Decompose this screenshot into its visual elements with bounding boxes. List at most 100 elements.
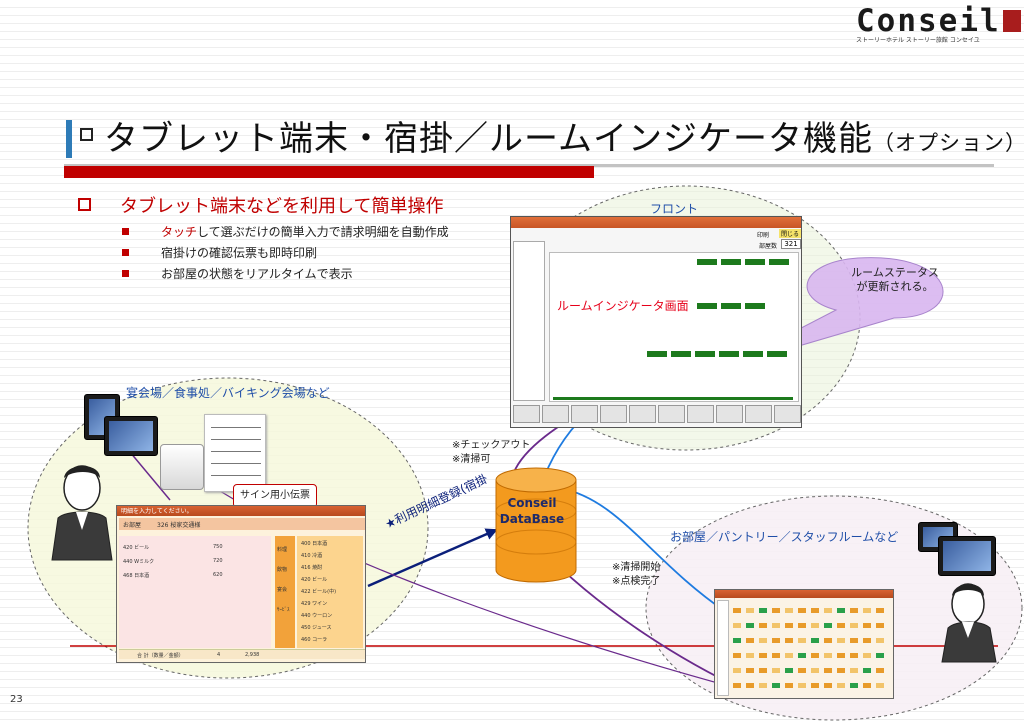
room-cell[interactable]	[850, 668, 858, 673]
room-cell[interactable]	[824, 653, 832, 658]
pos-item-row[interactable]: 420 ビール	[123, 545, 150, 551]
room-cell[interactable]	[824, 608, 832, 613]
room-cell[interactable]	[811, 608, 819, 613]
room-cell[interactable]	[785, 683, 793, 688]
room-status-cell[interactable]	[697, 259, 717, 265]
room-cell[interactable]	[850, 623, 858, 628]
function-key[interactable]	[513, 405, 540, 423]
room-cell[interactable]	[837, 668, 845, 673]
pos-menu-item[interactable]: 450 ジュース	[301, 625, 332, 631]
room-status-cell[interactable]	[671, 351, 691, 357]
room-cell[interactable]	[772, 683, 780, 688]
room-cell[interactable]	[876, 668, 884, 673]
room-cell[interactable]	[863, 653, 871, 658]
room-cell[interactable]	[759, 653, 767, 658]
pos-category-key[interactable]: 飲物	[277, 567, 288, 573]
room-cell[interactable]	[759, 638, 767, 643]
room-cell[interactable]	[759, 608, 767, 613]
room-status-cell[interactable]	[647, 351, 667, 357]
room-cell[interactable]	[798, 668, 806, 673]
function-key[interactable]	[687, 405, 714, 423]
function-key[interactable]	[629, 405, 656, 423]
room-cell[interactable]	[772, 623, 780, 628]
room-status-cell[interactable]	[745, 303, 765, 309]
room-cell[interactable]	[759, 668, 767, 673]
room-cell[interactable]	[824, 668, 832, 673]
room-cell[interactable]	[772, 668, 780, 673]
room-cell[interactable]	[850, 608, 858, 613]
pos-menu-item[interactable]: 429 ワイン	[301, 601, 328, 607]
room-cell[interactable]	[863, 683, 871, 688]
pos-category-key[interactable]: 料理	[277, 547, 288, 553]
room-cell[interactable]	[798, 653, 806, 658]
function-key[interactable]	[571, 405, 598, 423]
room-status-cell[interactable]	[695, 351, 715, 357]
room-cell[interactable]	[824, 638, 832, 643]
room-cell[interactable]	[811, 668, 819, 673]
room-cell[interactable]	[746, 653, 754, 658]
room-cell[interactable]	[733, 608, 741, 613]
room-status-cell[interactable]	[769, 259, 789, 265]
room-cell[interactable]	[772, 653, 780, 658]
room-cell[interactable]	[863, 638, 871, 643]
room-cell[interactable]	[733, 653, 741, 658]
room-cell[interactable]	[850, 638, 858, 643]
room-cell[interactable]	[863, 668, 871, 673]
pos-menu-item[interactable]: 460 コーラ	[301, 637, 328, 643]
room-cell[interactable]	[733, 623, 741, 628]
room-cell[interactable]	[876, 608, 884, 613]
pos-menu-item[interactable]: 400 日本酒	[301, 541, 328, 547]
function-key[interactable]	[600, 405, 627, 423]
room-cell[interactable]	[759, 623, 767, 628]
room-status-cell[interactable]	[745, 259, 765, 265]
room-status-cell[interactable]	[767, 351, 787, 357]
room-cell[interactable]	[837, 638, 845, 643]
function-key[interactable]	[774, 405, 801, 423]
pos-menu-item[interactable]: 440 ウーロン	[301, 613, 333, 619]
room-cell[interactable]	[824, 623, 832, 628]
room-status-cell[interactable]	[719, 351, 739, 357]
room-cell[interactable]	[837, 608, 845, 613]
room-cell[interactable]	[811, 638, 819, 643]
room-status-cell[interactable]	[697, 303, 717, 309]
function-key[interactable]	[658, 405, 685, 423]
room-cell[interactable]	[746, 608, 754, 613]
room-cell[interactable]	[798, 608, 806, 613]
room-cell[interactable]	[772, 638, 780, 643]
pos-menu-item[interactable]: 422 ビール(中)	[301, 589, 337, 595]
room-cell[interactable]	[837, 683, 845, 688]
room-cell[interactable]	[733, 668, 741, 673]
pos-category-key[interactable]: 宴会	[277, 587, 288, 593]
pos-item-row[interactable]: 468 日本酒	[123, 573, 150, 579]
pos-menu-item[interactable]: 420 ビール	[301, 577, 328, 583]
function-key[interactable]	[716, 405, 743, 423]
room-cell[interactable]	[798, 638, 806, 643]
room-cell[interactable]	[746, 683, 754, 688]
room-cell[interactable]	[876, 683, 884, 688]
room-cell[interactable]	[811, 683, 819, 688]
room-cell[interactable]	[785, 608, 793, 613]
room-cell[interactable]	[863, 623, 871, 628]
room-cell[interactable]	[824, 683, 832, 688]
pos-item-row[interactable]: 440 Wミルク	[123, 559, 155, 565]
room-cell[interactable]	[733, 683, 741, 688]
room-cell[interactable]	[772, 608, 780, 613]
room-cell[interactable]	[876, 623, 884, 628]
room-cell[interactable]	[850, 683, 858, 688]
pos-menu-item[interactable]: 416 焼酎	[301, 565, 323, 571]
room-cell[interactable]	[837, 653, 845, 658]
pos-menu-item[interactable]: 410 冷酒	[301, 553, 323, 559]
room-status-cell[interactable]	[721, 303, 741, 309]
room-cell[interactable]	[733, 638, 741, 643]
room-cell[interactable]	[798, 623, 806, 628]
room-status-cell[interactable]	[721, 259, 741, 265]
room-status-cell[interactable]	[743, 351, 763, 357]
room-cell[interactable]	[798, 683, 806, 688]
room-cell[interactable]	[785, 668, 793, 673]
room-cell[interactable]	[785, 653, 793, 658]
pos-category-key[interactable]: ｻｰﾋﾞｽ	[277, 607, 290, 613]
room-cell[interactable]	[811, 623, 819, 628]
room-cell[interactable]	[811, 653, 819, 658]
room-cell[interactable]	[850, 653, 858, 658]
room-cell[interactable]	[746, 623, 754, 628]
